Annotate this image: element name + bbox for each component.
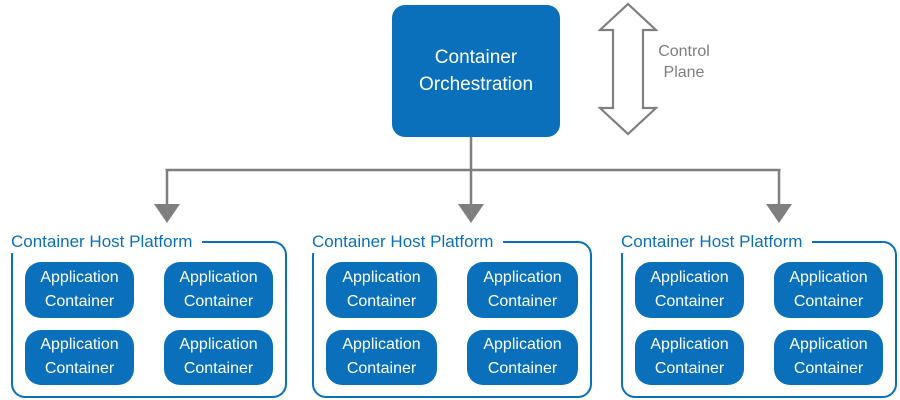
container-orchestration-label: Container Orchestration bbox=[418, 47, 534, 95]
control-plane-label: Control Plane bbox=[658, 43, 710, 81]
host-platform-label: Container Host Platform bbox=[621, 231, 813, 253]
application-container-node: Application Container bbox=[25, 262, 134, 318]
application-container-node: Application Container bbox=[164, 262, 273, 318]
host-platform-1: Container Host Platform Application Cont… bbox=[11, 231, 287, 398]
application-container-node: Application Container bbox=[25, 329, 134, 385]
application-container-node: Application Container bbox=[467, 262, 578, 318]
application-container-node: Application Container bbox=[326, 329, 437, 385]
host-platform-label: Container Host Platform bbox=[312, 231, 504, 253]
host-platform-tiles: Application Container Application Contai… bbox=[326, 262, 578, 385]
host-platform-tiles: Application Container Application Contai… bbox=[635, 262, 883, 385]
host-platform-3: Container Host Platform Application Cont… bbox=[621, 231, 897, 398]
container-orchestration-node: Container Orchestration bbox=[392, 5, 560, 137]
application-container-node: Application Container bbox=[326, 262, 437, 318]
application-container-node: Application Container bbox=[467, 329, 578, 385]
application-container-node: Application Container bbox=[635, 329, 744, 385]
host-platform-tiles: Application Container Application Contai… bbox=[25, 262, 273, 385]
host-platform-2: Container Host Platform Application Cont… bbox=[312, 231, 592, 398]
application-container-node: Application Container bbox=[774, 329, 883, 385]
application-container-node: Application Container bbox=[774, 262, 883, 318]
host-platform-label: Container Host Platform bbox=[11, 231, 203, 253]
application-container-node: Application Container bbox=[164, 329, 273, 385]
control-plane-arrow-icon bbox=[598, 2, 658, 136]
application-container-node: Application Container bbox=[635, 262, 744, 318]
